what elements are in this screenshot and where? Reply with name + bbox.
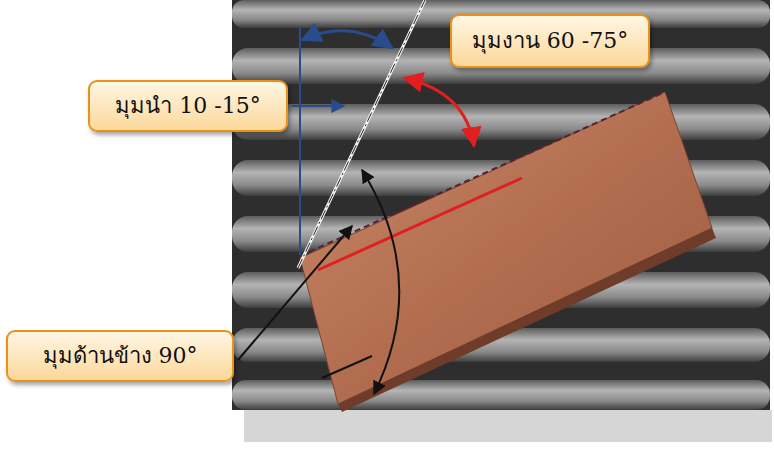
vertical-reference (299, 28, 301, 255)
leader-line (292, 105, 344, 107)
photo-shadow (244, 410, 772, 442)
photo-ground (232, 0, 770, 410)
lead-angle-arc (302, 31, 392, 48)
normal-line (322, 356, 372, 378)
weld-line (318, 178, 522, 270)
electrode (298, 0, 425, 268)
grating-bars (232, 0, 770, 410)
callout-box: มุมงาน 60 -75° (450, 14, 650, 68)
callout-text: มุมงาน 60 -75° (472, 27, 628, 56)
callout-text: มุมด้านข้าง 90° (43, 342, 198, 371)
side-angle-arc (362, 170, 399, 394)
plate-edge (338, 228, 716, 412)
work-angle-arc (404, 78, 474, 146)
electrode-axis (298, 0, 425, 268)
weld-seam (300, 92, 665, 256)
copper-plate (300, 92, 712, 404)
callout-text: มุมนำ 10 -15° (115, 92, 260, 121)
callout-box: มุมด้านข้าง 90° (6, 330, 234, 382)
leader-line (238, 226, 352, 360)
callout-box: มุมนำ 10 -15° (88, 80, 288, 132)
